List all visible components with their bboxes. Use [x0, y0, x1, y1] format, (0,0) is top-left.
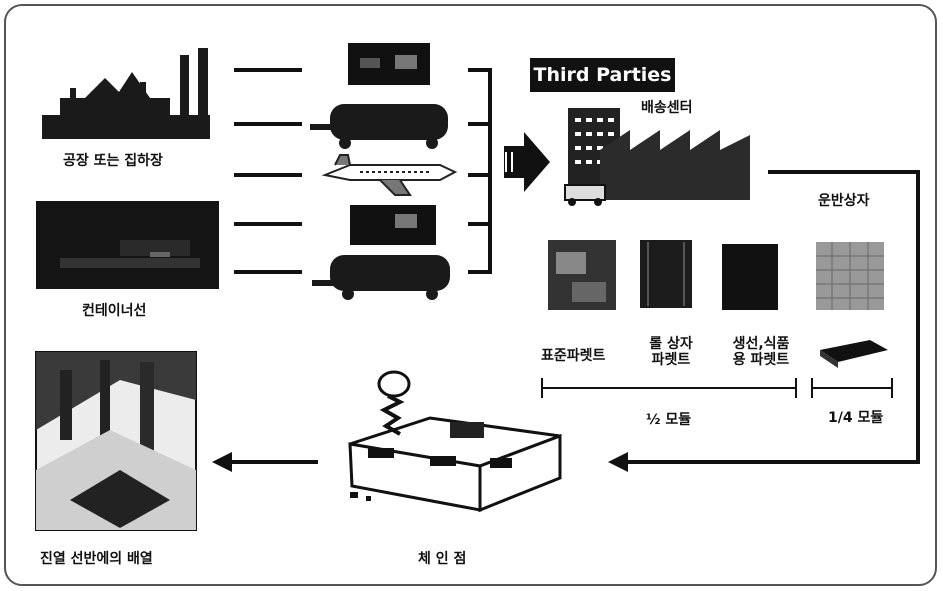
trailer-truck-icon — [312, 255, 450, 300]
factory-icon — [42, 48, 210, 139]
module-scale-quarter — [811, 378, 893, 398]
crate-icon — [816, 242, 884, 310]
module-half-label: ½ 모듈 — [646, 412, 692, 428]
pallet-food-label: 생선,식품 용 파렛트 — [722, 336, 800, 368]
store-building-icon — [348, 370, 562, 513]
pallet-icon — [548, 240, 616, 310]
delivery-route — [622, 170, 920, 464]
arrow-to-store-icon — [608, 452, 628, 472]
warehouse-icon — [564, 108, 750, 206]
container-ship-label: 컨테이너선 — [82, 303, 147, 319]
pallet-roll-label-line1: 롤 상자 — [649, 336, 693, 352]
pallet-food-label-line1: 생선,식품 — [732, 336, 790, 352]
store-label: 체 인 점 — [418, 551, 467, 567]
pallet-standard-label: 표준파렛트 — [541, 348, 606, 364]
arrow-to-center-icon — [504, 132, 550, 192]
third-parties-badge: Third Parties — [530, 58, 675, 92]
trailer-truck-icon — [310, 104, 448, 149]
airplane-icon — [321, 154, 458, 196]
distribution-center-label: 배송센터 — [641, 100, 693, 116]
truck-icon — [350, 205, 436, 245]
module-scale-half — [541, 378, 797, 398]
module-quarter-label: 1/4 모듈 — [828, 410, 884, 426]
crate-icon — [722, 244, 778, 310]
collector-bracket — [468, 68, 492, 274]
source-connectors — [234, 68, 302, 274]
pallet-roll-label: 롤 상자 파렛트 — [643, 336, 699, 368]
pallet-food-label-line2: 용 파렛트 — [732, 352, 790, 368]
truck-icon — [348, 43, 430, 85]
pallet-icon — [820, 340, 888, 368]
factory-label: 공장 또는 집하장 — [63, 153, 163, 169]
shelf-label: 진열 선반에의 배열 — [40, 551, 153, 567]
roll-box-icon — [640, 240, 692, 308]
carrier-label: 운반상자 — [818, 193, 870, 209]
arrow-to-shelf-icon — [212, 452, 318, 472]
container-ship-icon — [36, 201, 219, 289]
shelf-display-icon — [35, 351, 197, 531]
pallet-roll-label-line2: 파렛트 — [651, 352, 691, 368]
